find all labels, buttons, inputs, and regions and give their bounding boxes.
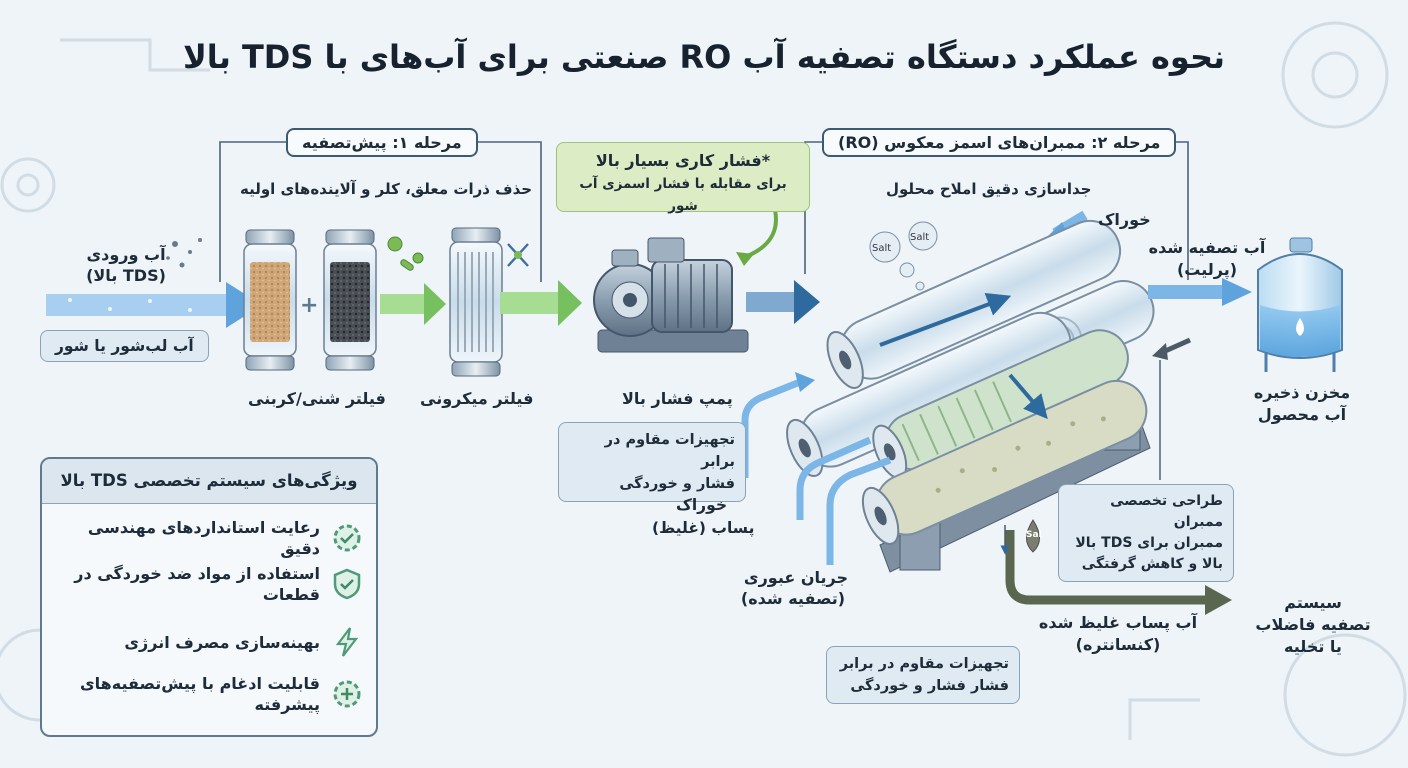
pump-note: تجهیزات مقاوم در برابر فشار و خوردگی [558, 422, 746, 502]
stage2-description: جداسازی دقیق املاح محلول [886, 180, 1092, 198]
carbon-filter-icon [323, 229, 377, 371]
storage-tank-label: مخزن ذخیره [1253, 383, 1351, 402]
pretreat-arrow-1 [380, 283, 446, 325]
wastewater-label-3: یا تخلیه [1284, 637, 1342, 656]
design-pointer-arrow [1161, 337, 1192, 355]
permeate-arrow [1148, 278, 1252, 306]
sand-carbon-filter-label: فیلتر شنی/کربنی [248, 389, 386, 408]
feature-item-anticorrosion: استفاده از مواد ضد خوردگی در قطعات [54, 563, 364, 605]
permeate-outlet-line [826, 456, 892, 565]
micron-filter-label: فیلتر میکرونی [420, 389, 534, 408]
reject-label-bottom: پساب (غلیظ) [652, 519, 755, 537]
stage2-label: مرحله ۲: ممبران‌های اسمز معکوس (RO) [822, 128, 1177, 157]
svg-text:Salt: Salt [910, 232, 929, 243]
feature-text: استفاده از مواد ضد خوردگی در قطعات [74, 564, 320, 604]
pump-to-membrane-arrow [746, 280, 820, 324]
membrane-equipment-line1: تجهیزات مقاوم در برابر [839, 656, 1009, 672]
membrane-equipment-note: تجهیزات مقاوم در برابر فشار فشار و خوردگ… [826, 646, 1020, 704]
particles-icon [166, 238, 202, 268]
feed-label-top: خوراک [1098, 210, 1151, 229]
shield-check-icon [330, 567, 364, 601]
pressure-note-title: *فشار کاری بسیار بالا [595, 151, 771, 170]
inlet-source-label: آب لب‌شور یا شور [40, 330, 209, 362]
wastewater-label-2: تصفیه فاضلاب [1255, 615, 1371, 634]
permeate-flow-sublabel: (تصفیه شده) [740, 589, 846, 608]
pump-note-line1: تجهیزات مقاوم در برابر [604, 432, 735, 470]
permeate-flow-label: جریان عبوری [743, 568, 848, 587]
features-heading: ویژگی‌های سیستم تخصصی TDS بالا [42, 459, 376, 504]
salt-bubble-icon: Salt Salt [869, 221, 938, 291]
concentrate-label: آب پساب غلیظ شده [1038, 613, 1198, 632]
salt-drop-label: Sal [1026, 530, 1042, 540]
wastewater-label-1: سیستم [1284, 593, 1342, 612]
ro-membrane-vessels [786, 219, 1155, 545]
inlet-arrow [46, 282, 262, 328]
membrane-design-line3: بالا و کاهش گرفتگی [1081, 556, 1223, 572]
pressure-note-text: برای مقابله با فشار اسمزی آب شور [579, 176, 787, 214]
background-gear-icon [0, 21, 1407, 757]
product-water-sublabel: (پرلیت) [1176, 260, 1238, 279]
contaminant-icon [387, 236, 424, 271]
pump-label: پمپ فشار بالا [622, 389, 733, 408]
stage1-description: حذف ذرات معلق، کلر و آلاینده‌های اولیه [240, 180, 533, 198]
product-water-label: آب تصفیه شده [1148, 238, 1266, 257]
concentrate-sublabel: (کنسانتره) [1075, 635, 1161, 654]
feature-text: رعایت استانداردهای مهندسی دقیق [87, 518, 320, 558]
membrane-design-line1: طراحی تخصصی ممبران [1110, 493, 1223, 530]
pump-icon [593, 237, 749, 353]
storage-tank-sublabel: آب محصول [1257, 405, 1347, 424]
membrane-design-line2: ممبران برای TDS بالا [1075, 535, 1223, 551]
feature-text: بهینه‌سازی مصرف انرژی [124, 632, 320, 652]
lightning-icon [330, 625, 364, 659]
feed-line-bottom [741, 378, 872, 520]
sand-filter-icon [243, 229, 297, 371]
svg-text:Salt: Salt [872, 243, 891, 254]
gear-check-icon [330, 521, 364, 555]
removed-contaminant-icon [507, 243, 529, 267]
plus-sign: + [300, 293, 318, 318]
stage1-label: مرحله ۱: پیش‌تصفیه [286, 128, 478, 157]
pressure-note: *فشار کاری بسیار بالا برای مقابله با فشا… [556, 142, 810, 214]
feature-item-integration: قابلیت ادغام با پیش‌تصفیه‌های پیشرفته [54, 673, 364, 715]
pretreat-arrow-2 [500, 280, 582, 326]
membrane-design-note: طراحی تخصصی ممبران ممبران برای TDS بالا … [1058, 484, 1234, 582]
inlet-tds-label: (TDS بالا) [86, 266, 166, 285]
page-title: نحوه عملکرد دستگاه تصفیه آب RO صنعتی برا… [182, 38, 1226, 76]
membrane-equipment-line2: فشار فشار و خوردگی [850, 678, 1009, 694]
feature-item-energy: بهینه‌سازی مصرف انرژی [54, 625, 364, 659]
pressure-pointer-arrow [741, 209, 778, 260]
feature-item-standards: رعایت استانداردهای مهندسی دقیق [54, 517, 364, 559]
features-panel: ویژگی‌های سیستم تخصصی TDS بالا رعایت است… [40, 457, 378, 737]
concentrate-arrow [1005, 530, 1205, 605]
pump-note-line2: فشار و خوردگی [619, 476, 735, 492]
inlet-label: آب ورودی [86, 245, 166, 264]
feature-text: قابلیت ادغام با پیش‌تصفیه‌های پیشرفته [79, 674, 320, 714]
feed-label-bottom: خوراک [676, 496, 727, 514]
salt-drop-icon [1026, 519, 1040, 553]
storage-tank-icon [1257, 237, 1343, 372]
gear-plus-icon [330, 677, 364, 711]
micron-filter-icon [449, 227, 503, 377]
